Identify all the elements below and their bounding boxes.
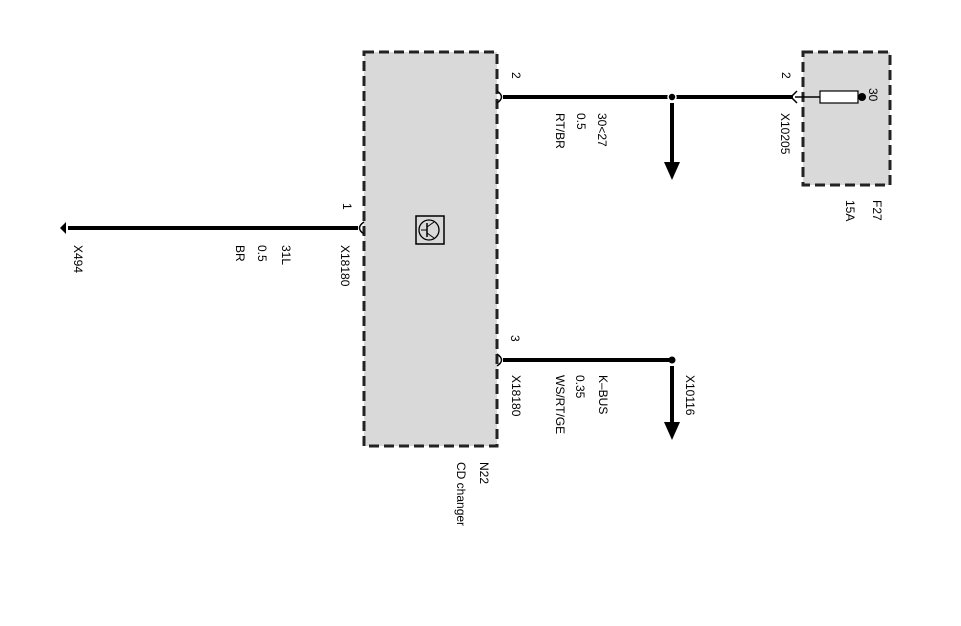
ground-icon bbox=[60, 222, 66, 234]
wire-pin2[interactable] bbox=[496, 90, 798, 180]
fuse-terminal: 30 bbox=[866, 88, 880, 102]
pin2-label: 2 bbox=[509, 72, 523, 79]
arrow-down-icon bbox=[664, 422, 680, 440]
component-id: N22 bbox=[477, 462, 491, 484]
transistor-icon bbox=[415, 215, 445, 245]
fuse-icon bbox=[795, 90, 866, 104]
wire3-connector: X18180 bbox=[509, 375, 523, 417]
wire3-size: 0.35 bbox=[573, 375, 587, 399]
wire-pin3[interactable] bbox=[496, 353, 680, 440]
wire1-connector: X18180 bbox=[338, 245, 352, 287]
fuse-box[interactable] bbox=[801, 50, 892, 187]
pin3-label: 3 bbox=[508, 335, 522, 342]
wire3-function: K–BUS bbox=[596, 375, 610, 414]
wire1-color: BR bbox=[233, 245, 247, 262]
splice-label: X10116 bbox=[683, 375, 697, 416]
fuse-rating: 15A bbox=[843, 200, 857, 221]
wire1-size: 0.5 bbox=[255, 245, 269, 262]
ground-label: X494 bbox=[71, 245, 85, 273]
pin1-label: 1 bbox=[340, 203, 354, 210]
fuse-id: F27 bbox=[870, 200, 884, 221]
wire2-size: 0.5 bbox=[574, 113, 588, 130]
wire2-color: RT/BR bbox=[553, 113, 567, 149]
arrow-down-icon bbox=[664, 162, 680, 180]
wire3-color: WS/RT/GE bbox=[553, 375, 567, 434]
wire-pin1[interactable] bbox=[60, 221, 365, 235]
fuse-connector: X10205 bbox=[778, 113, 792, 155]
wire2-function: 30<27 bbox=[595, 113, 609, 147]
wire1-function: 31L bbox=[279, 245, 293, 265]
component-name: CD changer bbox=[454, 462, 468, 526]
fuse-pin-label: 2 bbox=[779, 72, 793, 79]
cd-changer-box[interactable] bbox=[362, 50, 499, 448]
